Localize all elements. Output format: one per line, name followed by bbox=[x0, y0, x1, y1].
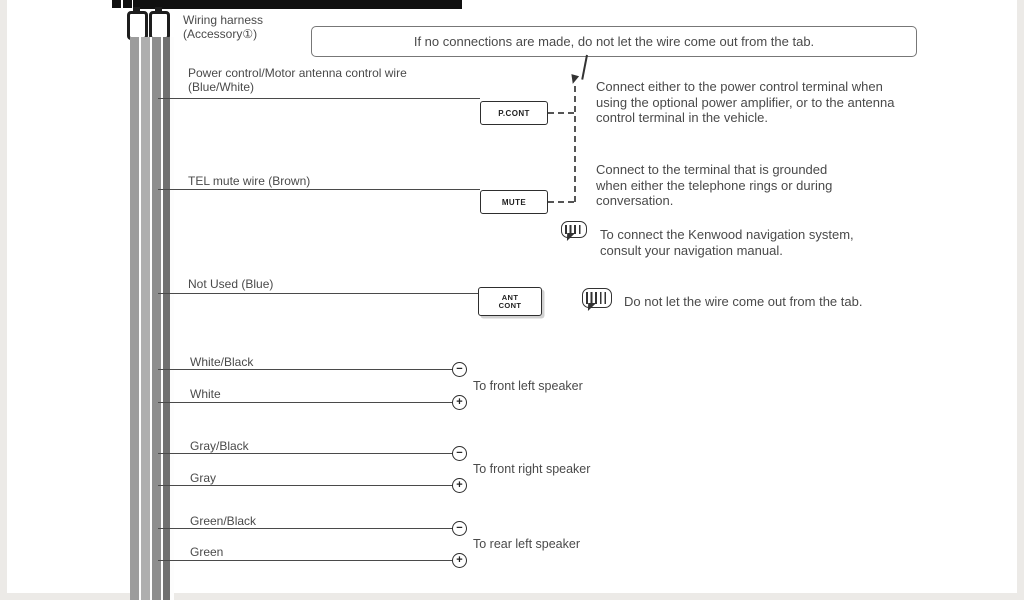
speech-bubble-icon bbox=[582, 288, 612, 308]
speaker3-neg-label: Green/Black bbox=[190, 514, 257, 528]
speaker1-pos-wire bbox=[158, 402, 454, 403]
note-notused: Do not let the wire come out from the ta… bbox=[624, 294, 863, 309]
wire-label-telmute: TEL mute wire (Brown) bbox=[188, 174, 311, 188]
plus-circle-icon: + bbox=[452, 553, 467, 568]
page-frame-right bbox=[1017, 0, 1024, 600]
minus-circle-icon: − bbox=[452, 521, 467, 536]
minus-circle-icon: − bbox=[452, 362, 467, 377]
wire-label-power: Power control/Motor antenna control wire bbox=[188, 66, 407, 80]
callout-box: If no connections are made, do not let t… bbox=[311, 26, 917, 57]
speaker2-neg-label: Gray/Black bbox=[190, 439, 249, 453]
speaker3-pos-wire bbox=[158, 560, 454, 561]
note-telmute: Connect to the terminal that is grounded… bbox=[596, 162, 833, 208]
cropped-header-block bbox=[123, 0, 132, 8]
page-frame-left bbox=[0, 0, 7, 600]
speaker2-neg-wire bbox=[158, 453, 454, 454]
harness-sublabel: (Accessory①) bbox=[183, 27, 258, 41]
terminal-box-antcont-line1: ANT bbox=[501, 292, 519, 302]
speaker3-destination: To rear left speaker bbox=[473, 537, 580, 551]
terminal-box-antcont: ANT CONT bbox=[478, 287, 542, 316]
speech-bubble-scribble bbox=[565, 225, 583, 234]
connector-tab bbox=[133, 7, 140, 12]
speaker1-neg-wire bbox=[158, 369, 454, 370]
plus-circle-icon: + bbox=[452, 478, 467, 493]
wire-label-notused: Not Used (Blue) bbox=[188, 277, 274, 291]
cropped-header-bar bbox=[133, 0, 462, 9]
speaker2-pos-label: Gray bbox=[190, 471, 217, 485]
cropped-header-block bbox=[112, 0, 121, 8]
dashed-link-pcont bbox=[548, 112, 574, 114]
speech-bubble-icon bbox=[561, 221, 587, 238]
wire-sublabel-power: (Blue/White) bbox=[188, 80, 255, 94]
callout-pointer-line bbox=[581, 54, 588, 80]
speaker1-pos-label: White bbox=[190, 387, 221, 401]
speech-bubble-scribble bbox=[586, 292, 608, 304]
speaker2-pos-wire bbox=[158, 485, 454, 486]
dashed-link-vertical bbox=[574, 86, 576, 202]
minus-circle-icon: − bbox=[452, 446, 467, 461]
terminal-box-antcont-line2: CONT bbox=[498, 300, 522, 310]
note-navigation: To connect the Kenwood navigation system… bbox=[600, 227, 854, 258]
arrow-down-icon bbox=[568, 74, 580, 85]
harness-connector-plug bbox=[149, 11, 170, 40]
page-frame-bottom bbox=[0, 593, 1024, 600]
speaker3-neg-wire bbox=[158, 528, 454, 529]
wire-line-power bbox=[158, 98, 480, 99]
wire-line-notused bbox=[158, 293, 478, 294]
terminal-box-mute: MUTE bbox=[480, 190, 548, 214]
speaker1-neg-label: White/Black bbox=[190, 355, 254, 369]
wire-line-telmute bbox=[158, 189, 480, 190]
wiring-harness-bundle bbox=[130, 37, 174, 600]
speaker2-destination: To front right speaker bbox=[473, 462, 591, 476]
harness-label: Wiring harness bbox=[183, 13, 264, 27]
note-power: Connect either to the power control term… bbox=[596, 79, 895, 125]
speaker3-pos-label: Green bbox=[190, 545, 224, 559]
plus-circle-icon: + bbox=[452, 395, 467, 410]
speaker1-destination: To front left speaker bbox=[473, 379, 583, 393]
terminal-box-pcont: P.CONT bbox=[480, 101, 548, 125]
dashed-link-mute bbox=[548, 201, 574, 203]
harness-connector-plug bbox=[127, 11, 148, 40]
connector-tab bbox=[155, 7, 162, 12]
